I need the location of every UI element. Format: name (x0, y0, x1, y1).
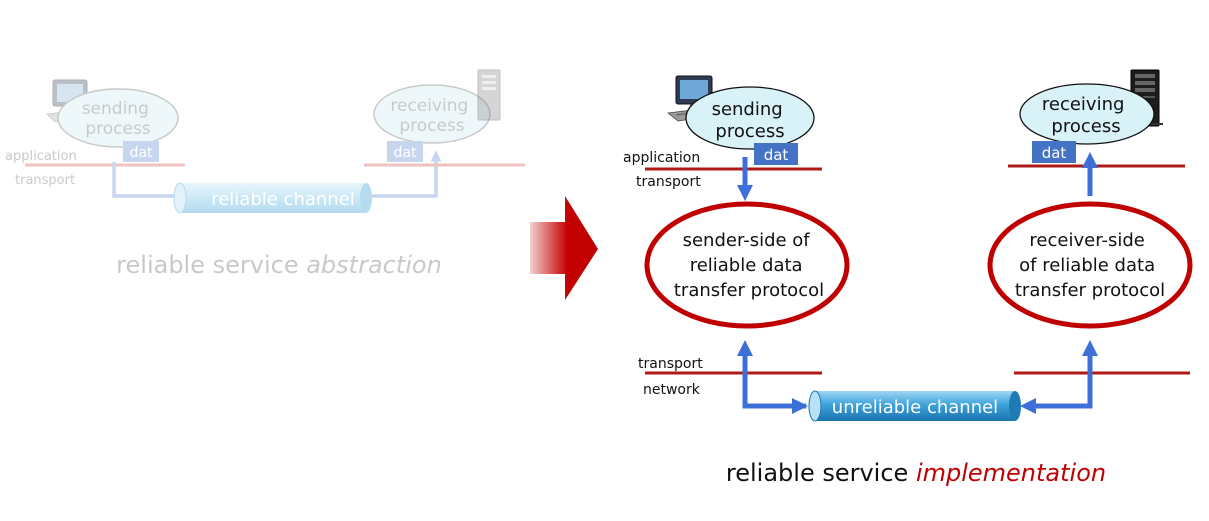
layer-transport-label-top: transport (636, 174, 701, 190)
sender-data-box (123, 141, 159, 162)
layer-network-label: network (643, 382, 701, 398)
reliable-channel-label: reliable channel (211, 189, 355, 210)
receiver-data-box (387, 141, 423, 162)
receiver-data-label: dat (394, 145, 417, 161)
sender-data-label: dat (130, 145, 153, 161)
sending-process-ellipse (685, 86, 815, 150)
receiver-channel-link (1040, 339, 1099, 409)
layer-application-label: application (623, 150, 700, 166)
receiver-data-box (1032, 141, 1076, 163)
abstraction-caption: reliable service abstraction (116, 251, 442, 279)
reliable-channel-pipe: reliable channel (173, 182, 372, 214)
abstraction-view: sending process dat application transpor… (5, 69, 525, 279)
sending-process-label: sending process (82, 99, 155, 139)
sender-channel-link (736, 339, 806, 409)
sending-process-label: sending process (712, 99, 789, 142)
unreliable-channel-label: unreliable channel (832, 397, 998, 418)
sender-protocol-ellipse (644, 201, 850, 329)
receiver-data-label: dat (1042, 144, 1067, 162)
transition-arrow-icon (530, 196, 598, 300)
receiving-process-ellipse (1019, 83, 1155, 145)
receiver-protocol-ellipse (987, 201, 1193, 329)
layer-transport-label-bottom: transport (638, 356, 703, 372)
layer-transport-label: transport (15, 173, 75, 188)
unreliable-channel-pipe: unreliable channel (808, 390, 1021, 422)
receiving-process-label: receiving process (1042, 94, 1130, 137)
sender-data-label: dat (764, 146, 789, 164)
receiver-channel-link (366, 150, 442, 198)
receiver-protocol-label: receiver-side of reliable data transfer … (1015, 230, 1165, 301)
layer-application-label: application (5, 149, 77, 164)
implementation-caption: reliable service implementation (726, 459, 1106, 487)
sender-protocol-label: sender-side of reliable data transfer pr… (674, 230, 824, 301)
sending-process-ellipse (57, 88, 179, 148)
implementation-view: sending process dat application transpor… (623, 69, 1193, 487)
sender-data-box (754, 143, 798, 165)
receiving-process-label: receiving process (390, 96, 473, 136)
receiving-process-ellipse (373, 84, 491, 144)
sender-channel-link (112, 162, 180, 198)
server-tower-icon (477, 69, 501, 121)
